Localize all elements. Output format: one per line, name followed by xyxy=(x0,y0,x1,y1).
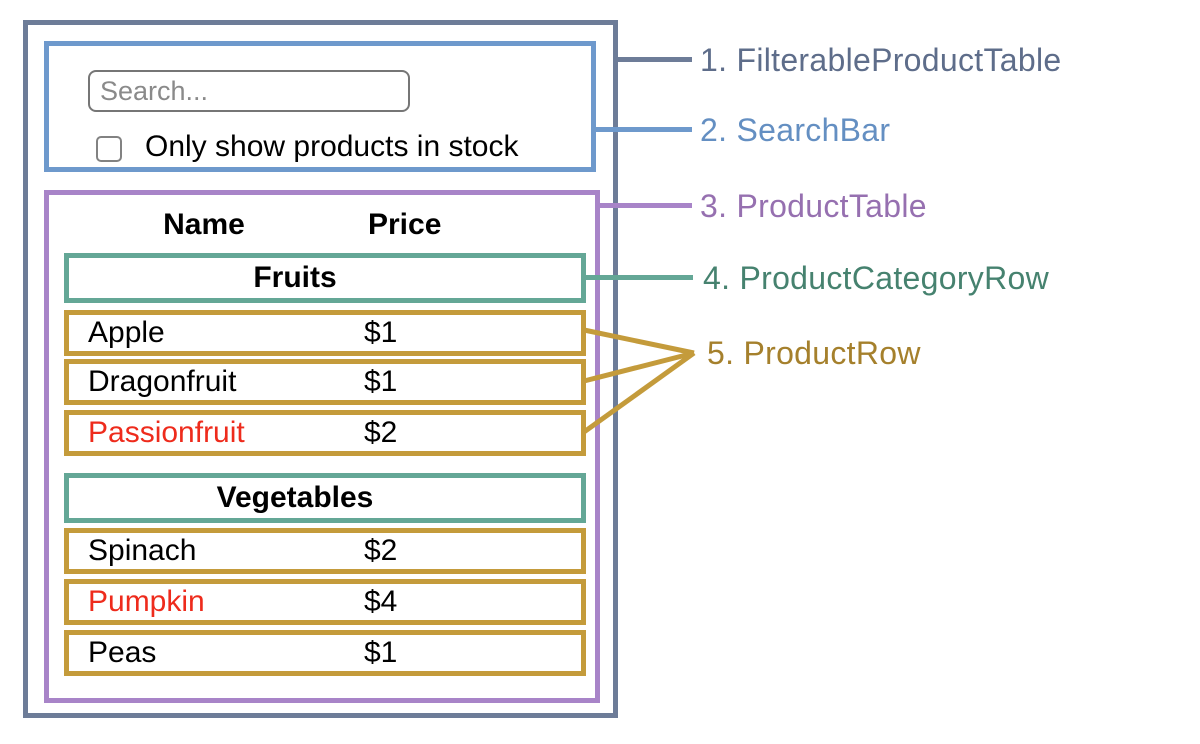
legend-label-product-table: 3. ProductTable xyxy=(700,188,927,224)
search-bar-outline: Only show products in stock xyxy=(44,41,596,172)
product-name: Dragonfruit xyxy=(88,365,237,398)
product-price: $4 xyxy=(364,585,398,618)
category-label: Fruits xyxy=(253,261,337,294)
connector-line-search-bar xyxy=(592,127,692,132)
connector-line-product-category-row xyxy=(582,275,693,280)
legend-label-product-row: 5. ProductRow xyxy=(707,335,921,371)
product-row-dragonfruit: Dragonfruit $1 xyxy=(64,359,586,405)
price-column-header: Price xyxy=(368,208,442,241)
product-price: $2 xyxy=(364,534,398,567)
legend-label-product-category-row: 4. ProductCategoryRow xyxy=(703,260,1050,296)
name-column-header: Name xyxy=(163,208,245,241)
product-table-outline: Name Price Fruits Apple $1 Dragonfruit $… xyxy=(44,190,600,703)
product-name-out-of-stock: Passionfruit xyxy=(88,416,245,449)
product-name: Peas xyxy=(88,636,157,669)
product-name: Spinach xyxy=(88,534,197,567)
product-row-apple: Apple $1 xyxy=(64,310,586,356)
category-row-fruits: Fruits xyxy=(64,253,586,303)
product-price: $1 xyxy=(364,316,398,349)
category-row-vegetables: Vegetables xyxy=(64,473,586,523)
product-row-passionfruit: Passionfruit $2 xyxy=(64,410,586,456)
category-label: Vegetables xyxy=(216,481,374,514)
in-stock-checkbox-label: Only show products in stock xyxy=(145,130,519,163)
product-price: $1 xyxy=(364,365,398,398)
product-price: $1 xyxy=(364,636,398,669)
product-row-peas: Peas $1 xyxy=(64,630,586,676)
connector-line-product-table xyxy=(596,203,692,208)
product-name-out-of-stock: Pumpkin xyxy=(88,585,205,618)
product-row-pumpkin: Pumpkin $4 xyxy=(64,579,586,625)
in-stock-checkbox[interactable] xyxy=(96,136,122,162)
product-name: Apple xyxy=(88,316,165,349)
table-header-row: Name Price xyxy=(64,207,586,243)
search-input[interactable] xyxy=(88,70,410,112)
connector-line-filterable-product-table xyxy=(614,57,692,62)
filterable-product-table-outline: Only show products in stock Name Price F… xyxy=(23,20,618,718)
legend-label-filterable-product-table: 1. FilterableProductTable xyxy=(700,42,1062,78)
product-row-spinach: Spinach $2 xyxy=(64,528,586,574)
product-price: $2 xyxy=(364,416,398,449)
legend-label-search-bar: 2. SearchBar xyxy=(700,112,891,148)
